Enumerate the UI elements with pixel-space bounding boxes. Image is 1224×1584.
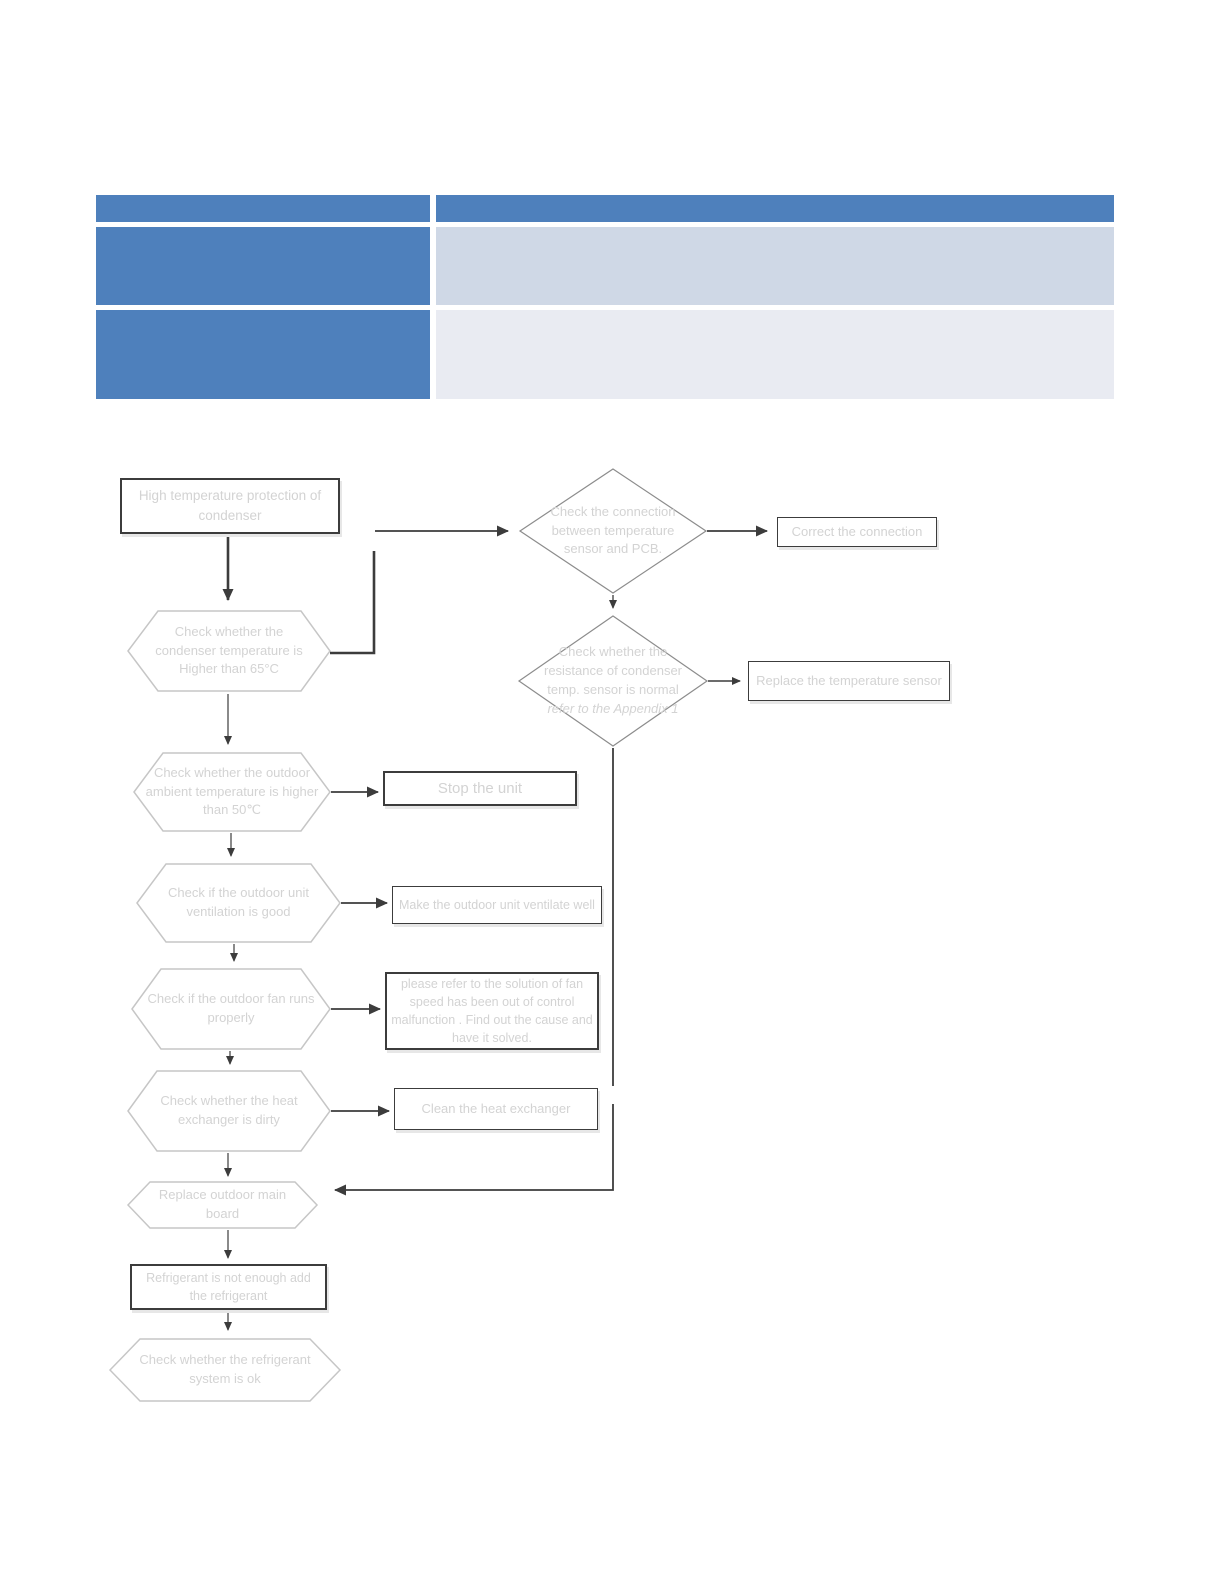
fault-code-table bbox=[96, 195, 1114, 399]
diamond-check-connection bbox=[518, 468, 708, 594]
diamond-check-resistance bbox=[517, 615, 709, 747]
action-correct-connection: Correct the connection bbox=[777, 517, 937, 547]
table-row1-cell-left bbox=[96, 227, 430, 305]
hexagon-ambient-temp bbox=[133, 752, 331, 832]
action-replace-sensor: Replace the temperature sensor bbox=[748, 661, 950, 701]
hexagon-refrigerant-system bbox=[108, 1338, 342, 1402]
action-ventilate-well: Make the outdoor unit ventilate well bbox=[392, 886, 602, 924]
action-stop-unit-label: Stop the unit bbox=[437, 779, 523, 797]
hexagon-ventilation bbox=[136, 863, 341, 943]
table-row2-cell-left bbox=[96, 310, 430, 399]
table-header-cell-right bbox=[436, 195, 1114, 222]
table-row2-cell-right bbox=[436, 310, 1114, 399]
action-correct-connection-label: Correct the connection bbox=[791, 523, 923, 539]
action-fan-solution-label: please refer to the solution of fan spee… bbox=[391, 976, 593, 1046]
action-add-refrigerant-label: Refrigerant is not enough add the refrig… bbox=[146, 1270, 311, 1303]
action-clean-exchanger-label: Clean the heat exchanger bbox=[421, 1100, 571, 1116]
table-header-cell-left bbox=[96, 195, 430, 222]
action-add-refrigerant: Refrigerant is not enough add the refrig… bbox=[130, 1264, 327, 1310]
hexagon-condenser-temp bbox=[127, 610, 331, 692]
start-node: High temperature protection of condenser bbox=[120, 478, 340, 534]
hexagon-replace-mainboard bbox=[126, 1181, 319, 1229]
connector-condenser-elbow bbox=[330, 551, 376, 655]
action-fan-solution: please refer to the solution of fan spee… bbox=[385, 972, 599, 1050]
start-node-label: High temperature protection of condenser bbox=[138, 488, 322, 523]
connector-resistance-down-2 bbox=[334, 1104, 614, 1196]
table-row1-cell-right bbox=[436, 227, 1114, 305]
action-stop-unit: Stop the unit bbox=[383, 771, 577, 806]
hexagon-heat-exchanger bbox=[127, 1070, 331, 1152]
action-clean-exchanger: Clean the heat exchanger bbox=[394, 1088, 598, 1130]
hexagon-fan-runs bbox=[131, 968, 331, 1050]
action-replace-sensor-label: Replace the temperature sensor bbox=[756, 672, 942, 688]
action-ventilate-well-label: Make the outdoor unit ventilate well bbox=[399, 897, 595, 912]
